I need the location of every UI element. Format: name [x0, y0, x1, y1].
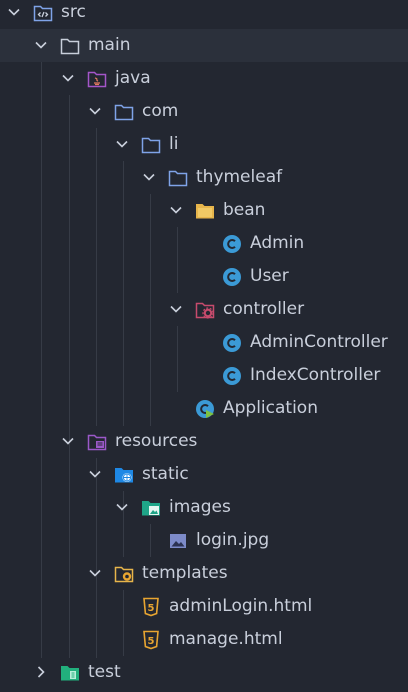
tree-item-main[interactable]: main — [0, 29, 408, 62]
resources-folder-icon — [87, 432, 107, 452]
templates-folder-icon — [114, 564, 134, 584]
indent-guide — [41, 62, 42, 658]
tree-item-com[interactable]: com — [0, 95, 408, 128]
application-class-icon — [195, 399, 215, 419]
tree-item-admin-class[interactable]: Admin — [0, 227, 408, 260]
tree-item-manage-html[interactable]: 5 manage.html — [0, 623, 408, 656]
tree-item-label: images — [169, 497, 231, 517]
tree-item-label: IndexController — [250, 365, 381, 385]
image-file-icon — [168, 531, 188, 551]
chevron-down-icon[interactable] — [33, 37, 49, 53]
indent-guide — [96, 458, 97, 658]
tree-item-label: com — [142, 101, 179, 121]
tree-item-templates[interactable]: templates — [0, 557, 408, 590]
indent-guide — [150, 194, 151, 426]
chevron-down-icon[interactable] — [60, 70, 76, 86]
tree-item-src[interactable]: src — [0, 0, 408, 29]
indent-guide — [150, 524, 151, 557]
indent-guide — [96, 128, 97, 426]
tree-item-label: User — [250, 266, 289, 286]
tree-item-java[interactable]: java — [0, 62, 408, 95]
tree-item-index-controller[interactable]: IndexController — [0, 359, 408, 392]
chevron-right-icon[interactable] — [33, 664, 49, 680]
tree-item-application[interactable]: Application — [0, 392, 408, 425]
chevron-down-icon[interactable] — [6, 4, 22, 20]
java-class-icon — [222, 333, 242, 353]
package-folder-icon — [168, 168, 188, 188]
tree-item-thymeleaf[interactable]: thymeleaf — [0, 161, 408, 194]
tree-item-admin-login-html[interactable]: 5 adminLogin.html — [0, 590, 408, 623]
tree-item-label: bean — [223, 200, 266, 220]
package-folder-icon — [141, 135, 161, 155]
tree-item-admin-controller[interactable]: AdminController — [0, 326, 408, 359]
chevron-down-icon[interactable] — [114, 136, 130, 152]
chevron-down-icon[interactable] — [114, 499, 130, 515]
tree-item-label: thymeleaf — [196, 167, 283, 187]
tree-item-label: main — [88, 35, 131, 55]
chevron-down-icon[interactable] — [168, 202, 184, 218]
tree-item-resources[interactable]: resources — [0, 425, 408, 458]
package-folder-icon — [114, 102, 134, 122]
tree-item-images[interactable]: images — [0, 491, 408, 524]
tree-item-bean[interactable]: bean — [0, 194, 408, 227]
chevron-down-icon[interactable] — [141, 169, 157, 185]
tree-item-controller[interactable]: controller — [0, 293, 408, 326]
tree-item-label: adminLogin.html — [169, 596, 313, 616]
tree-item-label: manage.html — [169, 629, 283, 649]
java-class-icon — [222, 366, 242, 386]
tree-item-label: src — [61, 2, 86, 22]
tree-item-login-jpg[interactable]: login.jpg — [0, 524, 408, 557]
tree-item-label: test — [88, 662, 121, 682]
html5-file-icon: 5 — [141, 630, 161, 650]
folder-icon — [60, 36, 80, 56]
chevron-down-icon[interactable] — [87, 466, 103, 482]
test-folder-icon — [60, 663, 80, 683]
tree-item-label: Admin — [250, 233, 305, 253]
tree-item-static[interactable]: static — [0, 458, 408, 491]
tree-item-label: static — [142, 464, 189, 484]
chevron-down-icon[interactable] — [168, 301, 184, 317]
controller-folder-icon — [195, 300, 215, 320]
tree-item-li[interactable]: li — [0, 128, 408, 161]
indent-guide — [69, 95, 70, 658]
indent-guide — [123, 161, 124, 426]
indent-guide — [123, 590, 124, 656]
tree-item-label: resources — [115, 431, 198, 451]
tree-item-label: AdminController — [250, 332, 388, 352]
java-folder-icon — [87, 69, 107, 89]
tree-item-label: Application — [223, 398, 318, 418]
tree-item-user-class[interactable]: User — [0, 260, 408, 293]
indent-guide — [123, 491, 124, 557]
tree-item-label: controller — [223, 299, 305, 319]
tree-item-label: li — [169, 134, 179, 154]
tree-item-test[interactable]: test — [0, 656, 408, 689]
svg-text:5: 5 — [148, 636, 155, 647]
source-folder-icon — [33, 3, 53, 23]
chevron-down-icon[interactable] — [87, 103, 103, 119]
static-folder-icon — [114, 465, 134, 485]
java-class-icon — [222, 234, 242, 254]
tree-item-label: templates — [142, 563, 228, 583]
chevron-down-icon[interactable] — [60, 433, 76, 449]
svg-text:5: 5 — [148, 603, 155, 614]
bean-folder-icon — [195, 201, 215, 221]
images-folder-icon — [141, 498, 161, 518]
chevron-down-icon[interactable] — [87, 565, 103, 581]
java-class-icon — [222, 267, 242, 287]
indent-guide — [177, 326, 178, 392]
indent-guide — [177, 227, 178, 293]
tree-item-label: java — [115, 68, 151, 88]
tree-item-label: login.jpg — [196, 530, 270, 550]
html5-file-icon: 5 — [141, 597, 161, 617]
